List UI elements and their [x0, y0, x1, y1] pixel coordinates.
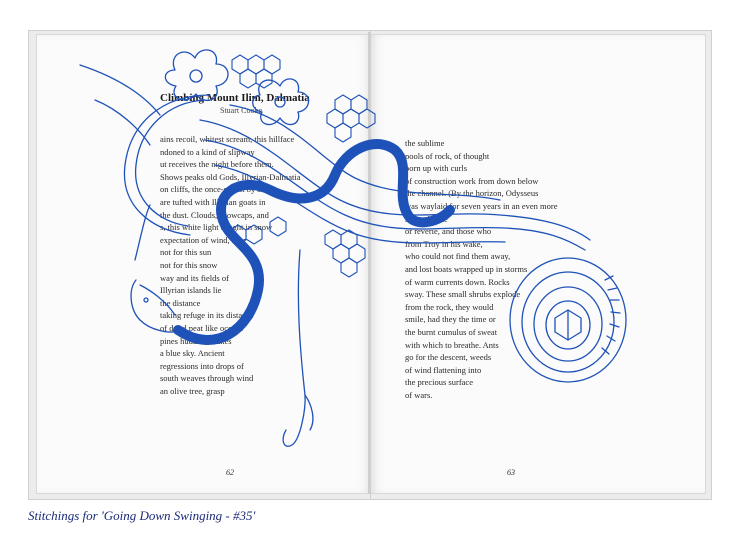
text-line: of warm currents down. Rocks: [405, 276, 510, 287]
text-line: from Troy in his wake,: [405, 238, 483, 249]
text-line: the channel. (By the horizon, Odysseus: [405, 188, 539, 199]
text-line: pines huddle in lakes: [160, 335, 232, 346]
text-line: on cliffs, the once-sun lit by snow: [160, 184, 276, 195]
text-line: the sublime: [405, 138, 445, 148]
open-book: Climbing Mount Ilim, Dalmatia Stuart Coo…: [28, 30, 712, 500]
text-line: way and its fields of: [160, 272, 229, 283]
text-line: the burnt cumulus of sweat: [405, 326, 498, 337]
text-line: not for this sun: [160, 247, 212, 258]
text-line: of dried peat like oceans: [160, 322, 244, 333]
text-line: Shows peaks old Gods, Illyrian-Dalmatia: [160, 171, 301, 182]
text-line: sway. These small shrubs explode: [405, 289, 521, 300]
text-line: s, this white light caught in snow: [160, 222, 273, 233]
text-line: of wars.: [405, 389, 433, 400]
left-page-text: ains recoil, whitest scream, this hillfa…: [160, 133, 350, 397]
text-line: taking refuge in its distance: [160, 310, 254, 321]
text-line: the dust. Clouds, snowcaps, and: [160, 209, 269, 220]
text-line: of wind flattening into: [405, 364, 482, 375]
text-line: an olive tree, grasp: [160, 385, 225, 396]
left-page-number: 62: [226, 468, 234, 477]
text-line: smile, had they the time or: [405, 314, 496, 325]
text-line: go for the descent, weeds: [405, 352, 492, 363]
text-line: of construction work from down below: [405, 175, 539, 186]
text-line: the distance: [160, 297, 201, 308]
image-caption: Stitchings for 'Going Down Swinging - #3…: [28, 508, 256, 523]
text-line: expectation of wind, here: [160, 234, 247, 245]
text-line: ndoned to a kind of slipway: [160, 146, 255, 157]
book-gutter: [368, 32, 371, 494]
text-line: and lost boats wrapped up in storms: [405, 263, 528, 274]
text-line: are tufted with Illyrian goats in: [160, 196, 266, 207]
text-line: a blue sky. Ancient: [160, 348, 225, 359]
right-page-text: the sublime pools of rock, of thought born…: [405, 137, 605, 401]
poem-title: Climbing Mount Ilim, Dalmatia: [160, 92, 310, 104]
text-line: was waylaid for seven years in an even m…: [405, 200, 558, 211]
text-line: or reverie, and those who: [405, 226, 492, 237]
text-line: who could not find them away,: [405, 251, 511, 262]
right-page-number: 63: [507, 468, 515, 477]
text-line: regressions into drops of: [160, 360, 244, 371]
text-line: south weaves through wind: [160, 373, 254, 384]
poem-author: Stuart Cooke: [220, 106, 262, 115]
text-line: from the rock, they would: [405, 301, 494, 312]
text-line: Illyrian islands lie: [160, 285, 222, 296]
text-line: the precious surface: [405, 377, 473, 388]
text-line: not for this snow: [160, 259, 218, 270]
text-line: sensual state: [405, 213, 448, 224]
text-line: born up with curls: [405, 163, 468, 174]
text-line: ains recoil, whitest scream, this hillfa…: [160, 134, 295, 144]
text-line: ut receives the night before them.: [160, 159, 274, 170]
text-line: with which to breathe. Ants: [405, 339, 499, 350]
text-line: pools of rock, of thought: [405, 150, 490, 161]
